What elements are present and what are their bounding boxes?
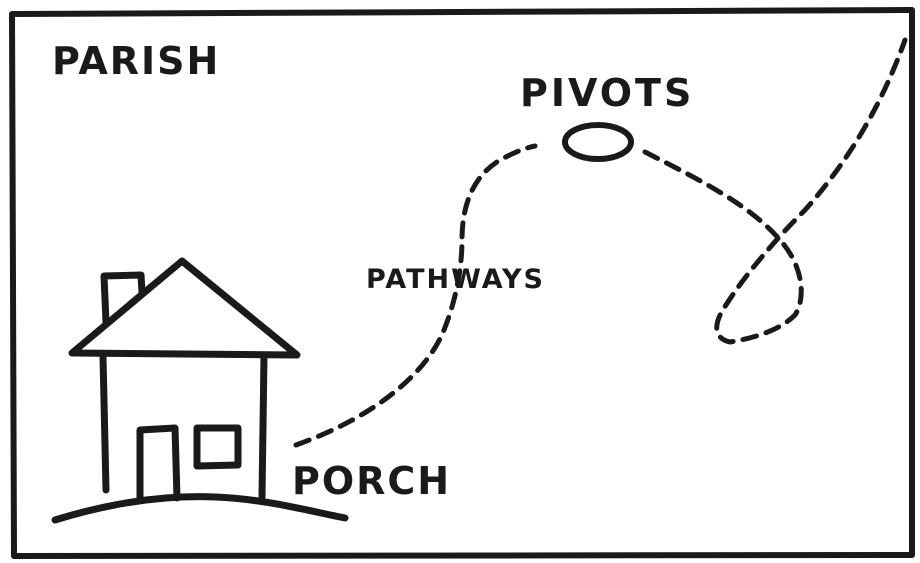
window <box>193 424 242 470</box>
house-wall-right <box>258 352 268 501</box>
label-pathways: PATHWAYS <box>366 264 546 295</box>
pivot-dashed-loop <box>642 37 908 345</box>
roof <box>68 257 301 359</box>
chimney <box>100 271 146 326</box>
house-wall-left <box>99 352 110 494</box>
frame-border <box>9 7 915 559</box>
ground-line <box>51 493 349 524</box>
pivot-oval-icon <box>562 122 634 162</box>
label-parish: PARISH <box>52 39 221 83</box>
door <box>136 424 181 502</box>
label-porch: PORCH <box>292 459 452 503</box>
pathway-dashed-line <box>293 143 538 448</box>
label-pivots: PIVOTS <box>520 71 695 115</box>
house-icon <box>51 257 349 524</box>
